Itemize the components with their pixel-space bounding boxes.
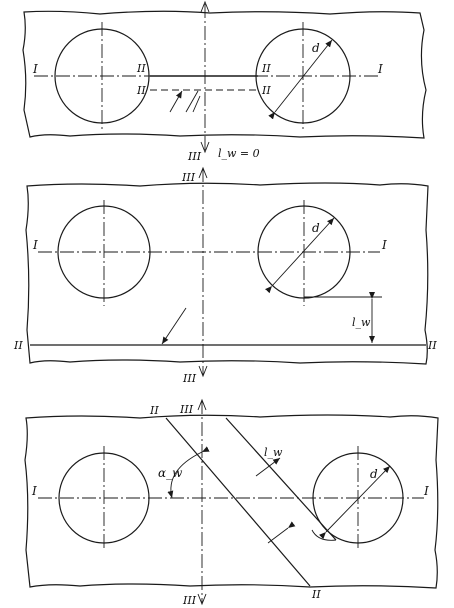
panel-1-pointer-1 — [169, 90, 183, 113]
panel-1-label-d: d — [312, 41, 320, 55]
panel-2-border — [25, 182, 429, 365]
panel-1-label-II-3: II — [261, 62, 271, 75]
panel-3-label-I-left: I — [31, 484, 37, 498]
panel-1-pointer-3 — [192, 95, 201, 113]
panel-1-border — [22, 10, 427, 139]
panel-3-plane-II-line-1 — [165, 417, 311, 587]
panel-3-label-II-top: II — [149, 404, 159, 417]
panel-2-label-I-right: I — [381, 238, 387, 252]
panel-1-label-II-1: II — [136, 62, 146, 75]
panel-1-plane-III-arrow-top — [200, 0, 210, 13]
panel-1-label-III: III — [187, 150, 202, 163]
panel-3-label-I-right: I — [423, 484, 429, 498]
panel-2-label-II-left: II — [13, 339, 23, 352]
panel-3-label-d: d — [370, 467, 378, 481]
panel-2-plane-III-arrow-top — [198, 166, 208, 179]
panel-1-label-I-right: I — [377, 62, 383, 76]
panel-2-label-I-left: I — [32, 238, 38, 252]
panel-3-angle-arc — [167, 446, 210, 499]
panel-3-offset-arrow-2 — [267, 521, 296, 544]
panel-2-plane-III-arrow-bottom — [198, 365, 208, 378]
panel-2-label-lw: l_w — [352, 316, 371, 329]
panel-3-label-lw: l_w — [264, 446, 283, 459]
panel-1-label-I-left: I — [32, 62, 38, 76]
panel-3-offset-arrow-1 — [255, 457, 281, 477]
panel-3-label-III-bottom: III — [182, 594, 197, 607]
panel-3-border — [24, 414, 439, 589]
panel-3-label-II-bottom: II — [311, 588, 321, 601]
panel-1-label-II-2: II — [136, 84, 146, 97]
panel-2: I I II II III III d l_w — [13, 166, 437, 385]
panel-2-label-III-top: III — [181, 171, 196, 184]
panel-3-diameter-arrow — [318, 465, 391, 540]
panel-2-label-d: d — [312, 221, 320, 235]
panel-1-pointer-2 — [185, 90, 199, 113]
panel-3-label-III-top: III — [179, 403, 194, 416]
panel-1-caption: l_w = 0 — [218, 147, 260, 160]
panel-1-plane-III-arrow-bottom — [200, 141, 210, 154]
panel-2-diameter-arrow — [265, 217, 335, 294]
panel-1-label-II-4: II — [261, 84, 271, 97]
panel-3-label-alpha: α_w — [158, 466, 183, 480]
panel-1: I I II II II II d III l_w = 0 — [22, 0, 427, 163]
panel-3-plane-III-arrow-top — [197, 398, 207, 411]
panel-2-pointer — [161, 307, 187, 345]
panel-2-label-III-bottom: III — [182, 372, 197, 385]
panel-3-plane-II-line-2 — [225, 417, 337, 541]
panel-3: I I II II III III α_w l_w d — [24, 398, 439, 607]
panel-3-plane-III-arrow-bottom — [197, 593, 207, 606]
panel-2-label-II-right: II — [427, 339, 437, 352]
panel-1-diameter-arrow — [268, 39, 333, 120]
